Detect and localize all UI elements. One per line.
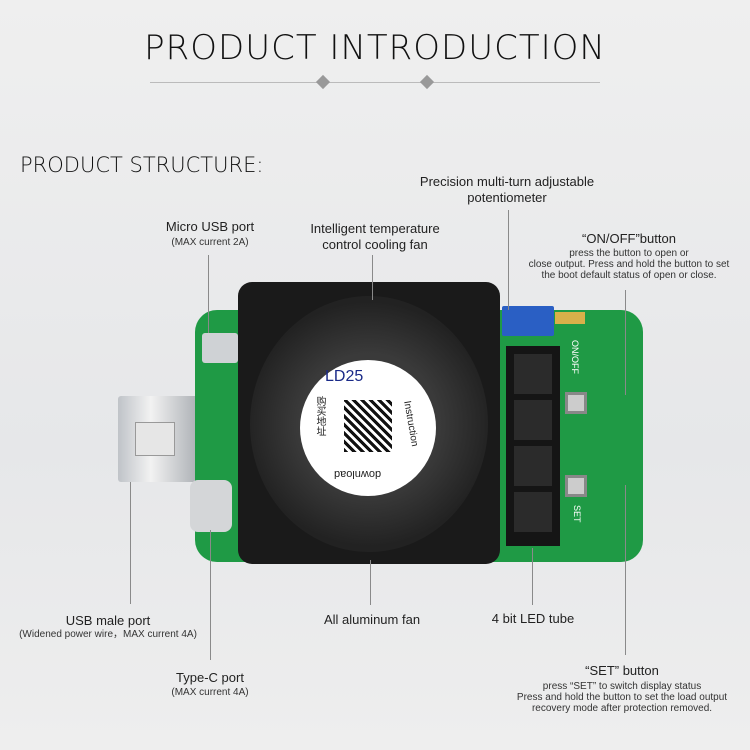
on-off-button[interactable] [565, 392, 587, 414]
leader-line [130, 482, 131, 604]
micro-usb-port [202, 333, 238, 363]
usb-connector-window [135, 422, 175, 456]
usb-male-title: USB male port [65, 613, 151, 628]
leader-line [532, 548, 533, 605]
pot-line2: potentiometer [467, 190, 547, 205]
leader-line [625, 290, 626, 395]
sticker-buy: 购买地址 [314, 396, 325, 436]
leader-line [508, 210, 509, 310]
leader-line [208, 255, 209, 333]
sticker-download: download [334, 468, 382, 480]
potentiometer-screw [555, 312, 585, 324]
aluminum-fan-title: All aluminum fan [323, 612, 421, 627]
qr-code [344, 400, 392, 452]
led-digits [514, 354, 552, 536]
set-silkscreen: SET [572, 505, 582, 523]
led-display [506, 346, 560, 546]
fan-line2: control cooling fan [322, 237, 428, 252]
type-c-title: Type-C port [176, 670, 244, 685]
set-desc: Press and hold the button to set the loa… [516, 692, 728, 703]
fan-sticker: LD25 Instruction download 购买地址 [300, 360, 436, 496]
type-c-port [190, 480, 232, 532]
sticker-model: LD25 [325, 368, 364, 385]
set-title: “SET” button [585, 663, 659, 678]
on-off-silkscreen: ON/OFF [570, 340, 580, 374]
led-title: 4 bit LED tube [491, 611, 575, 626]
page-title: PRODUCT INTRODUCTION [144, 28, 606, 68]
fan-line1: Intelligent temperature [310, 221, 440, 236]
on-off-desc: close output. Press and hold the button … [528, 259, 730, 270]
section-heading: PRODUCT STRUCTURE: [20, 153, 264, 177]
leader-line [370, 560, 371, 605]
potentiometer[interactable] [502, 306, 554, 336]
micro-usb-title: Micro USB port [165, 219, 255, 234]
leader-line [625, 485, 626, 655]
divider-diamond [419, 74, 435, 90]
leader-line [210, 530, 211, 660]
set-desc: press “SET” to switch display status [542, 681, 702, 692]
usb-male-sub: (Widened power wire，MAX current 4A) [19, 629, 197, 640]
pot-line1: Precision multi-turn adjustable [419, 174, 595, 189]
on-off-desc: the boot default status of open or close… [541, 270, 717, 281]
set-button[interactable] [565, 475, 587, 497]
leader-line [372, 255, 373, 300]
micro-usb-sub: (MAX current 2A) [171, 237, 249, 248]
on-off-title: “ON/OFF”button [582, 231, 676, 246]
sticker-instruction: Instruction [401, 400, 421, 448]
type-c-sub: (MAX current 4A) [171, 687, 249, 698]
set-desc: recovery mode after protection removed. [531, 703, 713, 714]
on-off-desc: press the button to open or [569, 248, 689, 259]
divider-diamond [315, 74, 331, 90]
title-divider [150, 82, 600, 83]
